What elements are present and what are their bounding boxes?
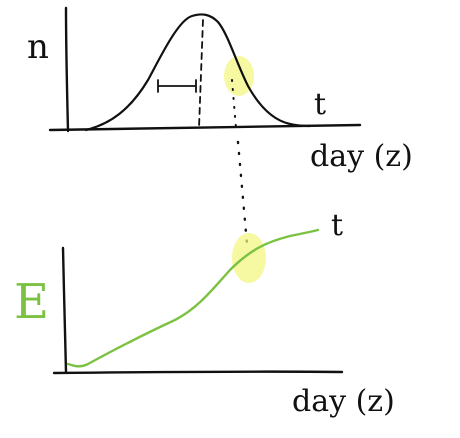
top-y-axis: [64, 6, 70, 133]
top-curve-label: t: [314, 87, 326, 122]
top-panel: n t day (z): [27, 6, 413, 174]
bottom-y-axis: [61, 246, 68, 374]
bottom-y-label: E: [14, 274, 49, 330]
top-highlight: [224, 56, 254, 96]
bottom-x-label: day (z): [292, 384, 395, 419]
top-x-label: day (z): [310, 139, 413, 174]
bottom-green-curve: [66, 228, 320, 368]
bottom-curve-label: t: [331, 208, 343, 243]
top-width-bracket: [157, 79, 197, 93]
top-dotted-line: [231, 79, 237, 129]
bottom-x-axis: [52, 370, 344, 375]
bottom-highlight: [232, 233, 266, 283]
bottom-panel: E t day (z): [14, 208, 395, 419]
top-bell-curve: [84, 13, 312, 132]
top-y-label: n: [27, 27, 49, 67]
top-peak-dashed-line: [198, 19, 204, 129]
connector-dotted-line: [236, 140, 249, 246]
